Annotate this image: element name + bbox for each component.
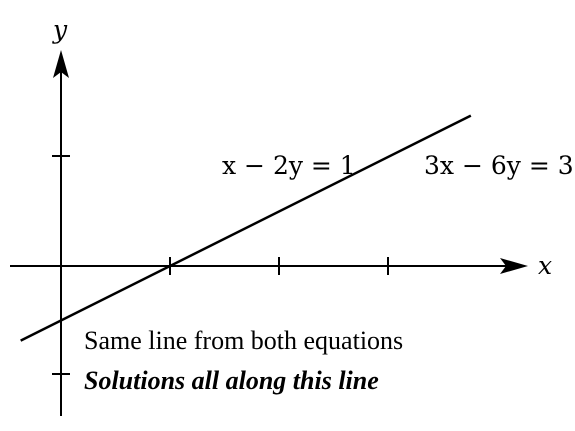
x-axis-label: x: [538, 251, 552, 280]
x-axis-arrowhead: [500, 258, 528, 274]
equation-label-2: 3x − 6y = 3: [424, 151, 574, 180]
caption-line-2: Solutions all along this line: [84, 366, 379, 395]
solution-line: [20, 114, 472, 342]
y-axis-label: y: [52, 15, 68, 44]
caption-line-1: Same line from both equations: [84, 326, 403, 355]
y-axis-arrowhead: [53, 50, 69, 78]
equation-label-1: x − 2y = 1: [222, 151, 356, 180]
